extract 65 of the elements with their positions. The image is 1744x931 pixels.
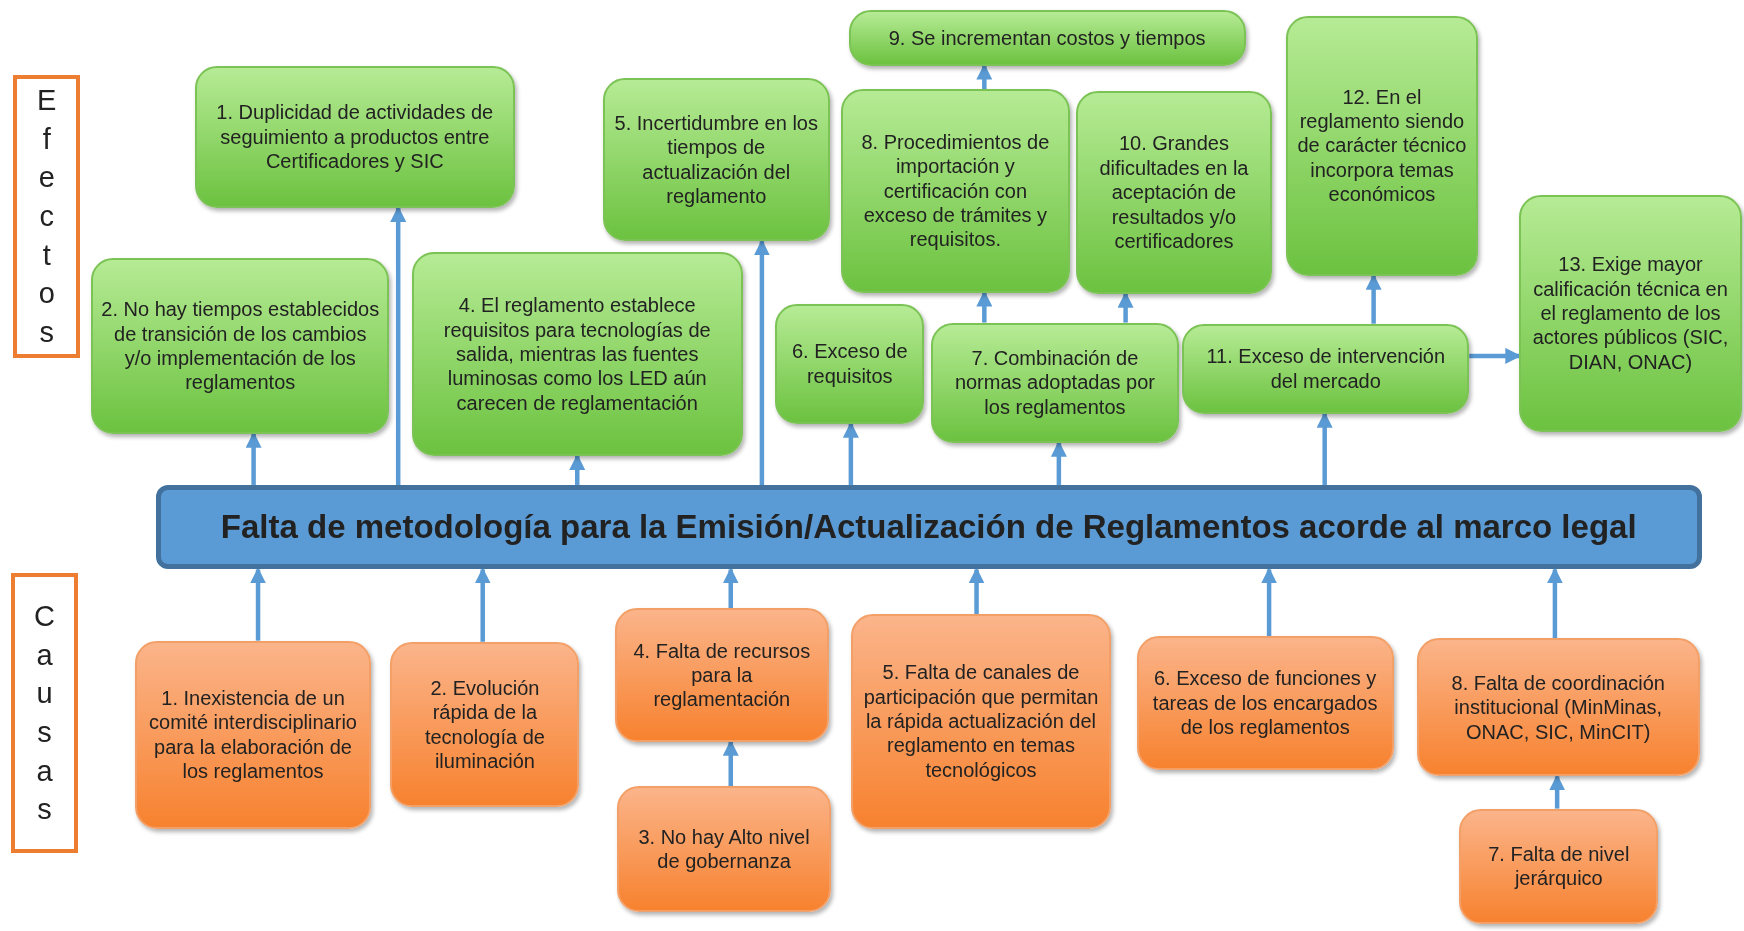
cause-box	[1459, 808, 1659, 925]
arrow	[976, 63, 993, 89]
cause-box	[617, 786, 831, 912]
arrow	[1546, 567, 1563, 639]
arrow	[1050, 440, 1067, 485]
effect-box	[840, 88, 1070, 293]
node-text: 6. Exceso de funciones y tareas de los encargados de los reglamentos	[1151, 666, 1379, 740]
node-text: 7. Falta de nivel jerárquico	[1487, 842, 1631, 891]
node-text: 11. Exceso de intervención del mercado	[1205, 344, 1447, 394]
effect-box	[1519, 194, 1742, 432]
side-label-box	[11, 572, 78, 854]
node-text: 2. Evolución rápida de la tecnología de iluminación	[423, 675, 546, 774]
cause-box	[1417, 638, 1700, 777]
effect-box	[91, 258, 390, 434]
arrow	[250, 567, 267, 641]
arrow	[1261, 567, 1278, 637]
node-text: 13. Exige mayor calificación técnica en el reglamento de los actores públicos (SIC, DIAN, ONAC)	[1531, 252, 1730, 375]
node-text: Falta de metodología para la Emisión/Actualización de Reglamentos acorde al marco legal	[220, 507, 1637, 548]
node-text: 4. El reglamento establece requisitos para tecnologías de salida, mientras las fuentes luminosas como los LED aún carecen de reglamentación	[442, 293, 712, 416]
arrow	[976, 290, 993, 323]
arrow	[1117, 291, 1134, 323]
effect-box	[1285, 15, 1479, 276]
arrow	[753, 239, 770, 485]
cause-box	[390, 641, 580, 808]
arrow	[722, 567, 739, 609]
effect-box	[1075, 91, 1273, 294]
node-text: 6. Exceso de requisitos	[790, 339, 909, 389]
effect-box	[1182, 323, 1470, 414]
arrow	[1549, 774, 1566, 809]
arrow	[722, 739, 739, 787]
node-text: 3. No hay Alto nivel de gobernanza	[637, 824, 811, 874]
arrow	[968, 567, 985, 614]
effect-box	[411, 252, 743, 456]
node-text: 9. Se incrementan costos y tiempos	[888, 25, 1206, 50]
node-text: 1. Inexistencia de un comité interdisciplinario para la elaboración de los reglamentos	[148, 685, 358, 784]
arrow	[569, 454, 586, 485]
node-text: 8. Falta de coordinación institucional (MinMinas, ONAC, SIC, MinCIT)	[1450, 670, 1666, 744]
node-text: 12. En el reglamento siendo de carácter técnico incorpora temas económicos	[1296, 84, 1468, 207]
arrow	[1316, 411, 1333, 485]
node-text: 7. Combinación de normas adoptadas por los reglamentos	[953, 346, 1156, 420]
side-label-box	[13, 74, 81, 359]
node-text: 10. Grandes dificultades en la aceptación de resultados y/o certificadores	[1098, 131, 1250, 254]
effect-box	[930, 322, 1179, 443]
node-text: Causas	[34, 599, 55, 828]
node-text: 2. No hay tiempos establecidos de transición de los cambios y/o implementación de los reglamentos	[101, 297, 380, 395]
cause-box	[1136, 636, 1394, 770]
cause-box	[134, 640, 372, 829]
problem-bar	[155, 484, 1702, 570]
arrow	[474, 567, 491, 642]
node-text: Efectos	[36, 83, 58, 350]
effect-box	[194, 65, 515, 208]
cause-box	[850, 613, 1112, 829]
effect-box	[775, 303, 925, 424]
node-text: 5. Incertidumbre en los tiempos de actualización del reglamento	[613, 110, 819, 209]
effect-box	[602, 77, 830, 242]
node-text: 8. Procedimientos de importación y certificación con exceso de trámites y requisitos.	[860, 129, 1051, 252]
arrow	[245, 431, 262, 485]
node-text: 5. Falta de canales de participación que permitan la rápida actualización del reglamento en temas tecnológicos	[862, 660, 1100, 783]
node-text: 4. Falta de recursos para la reglamentación	[632, 638, 812, 712]
node-text: 1. Duplicidad de actividades de seguimiento a productos entre Certificadores y SIC	[215, 100, 495, 174]
cause-box	[615, 608, 829, 742]
effect-box	[848, 10, 1246, 66]
arrow	[1365, 273, 1382, 324]
arrow	[842, 421, 859, 485]
arrow	[390, 206, 407, 485]
